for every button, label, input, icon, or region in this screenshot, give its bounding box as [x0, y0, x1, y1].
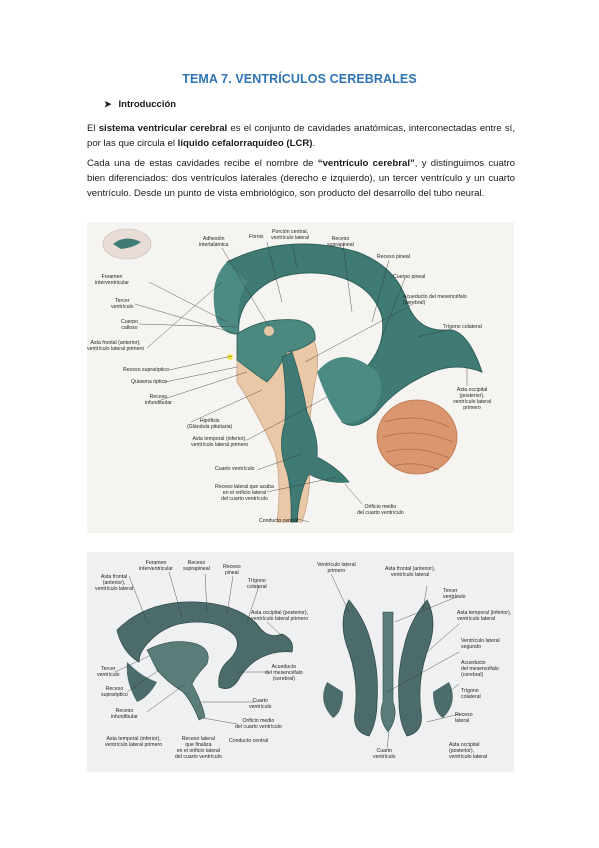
ventricles-cast-drawing	[114, 571, 460, 749]
ventricles-lateral-illustration: Fórnix Adhesión intertalámica Porción ce…	[87, 222, 514, 533]
label2-r-fourth-ventricle: Cuarto ventrículo	[373, 748, 396, 760]
label-central-canal: Conducto central	[259, 518, 299, 524]
ventricles-cast-illustration: Foramen interventricular Receso suprapin…	[87, 552, 514, 772]
arrow-bullet-icon: ➤	[104, 99, 112, 109]
label2-occipital-horn: Asta occipital (posterior), ventrículo l…	[251, 610, 309, 622]
p2-text-2: , y distinguimos cuatro bien diferenciad…	[87, 158, 515, 199]
label-supraoptic: Receso supraóptico	[123, 367, 169, 373]
label-infundibular: Receso infundibular	[145, 394, 172, 406]
label-adhesion: Adhesión intertalámica	[199, 236, 229, 248]
label2-third-ventricle: Tercer ventrículo	[97, 666, 120, 678]
label2-infundibular: Receso infundibular	[111, 708, 138, 720]
label2-central-canal: Conducto central	[229, 738, 269, 744]
label2-supraoptic: Receso supraóptico	[101, 686, 128, 698]
p1-bold-1: sistema ventricular cerebral	[98, 123, 228, 134]
p1-text-3: .	[312, 138, 316, 149]
label2-medial-orifice: Orificio medio del cuarto ventrículo	[235, 718, 282, 730]
label-central-portion: Porción central, ventrículo lateral	[271, 229, 310, 241]
label-temporal-horn: Asta temporal (inferior), ventrículo lat…	[191, 436, 249, 448]
label-foramen: Foramen interventricular	[95, 274, 130, 286]
label2-r-trigone: Trígono colateral	[461, 688, 481, 700]
paragraph-1: El sistema ventricular cerebral es el co…	[87, 121, 515, 151]
label2-foramen: Foramen interventricular	[139, 560, 174, 572]
p1-text-2: es el conjunto de cavidades anatómicas, …	[87, 123, 515, 149]
label2-r-frontal-horn: Asta frontal (anterior), ventrículo late…	[385, 566, 436, 578]
label-occipital-horn: Asta occipital (posterior), ventrículo l…	[453, 387, 492, 411]
label2-r-lateral-first: Ventrículo lateral primero	[317, 562, 356, 574]
label-pineal-body: Cuerpo pineal	[393, 274, 426, 280]
label2-suprapineal: Receso suprapineal	[183, 560, 210, 572]
label-aqueduct: Acueducto del mesencéfalo (cerebral)	[403, 294, 467, 306]
label-callosum: Cuerpo calloso	[121, 319, 139, 331]
label2-r-aqueduct: Acueducto del mesencéfalo (cerebral)	[461, 660, 499, 678]
label-hypophysis: Hipófisis (Glándula pituitaria)	[187, 418, 233, 430]
page-title: TEMA 7. VENTRÍCULOS CEREBRALES	[182, 72, 417, 86]
label-optic-chiasm: Quiasma óptico	[131, 379, 168, 385]
label2-frontal-horn: Asta frontal (anterior), ventrículo late…	[95, 574, 134, 592]
label-medial-orifice: Orificio medio del cuarto ventrículo	[357, 504, 404, 516]
label-fourth-ventricle: Cuarto ventrículo	[215, 466, 255, 472]
label-suprapineal: Receso suprapineal	[327, 236, 354, 248]
label2-r-occipital-horn: Asta occipital (posterior), ventrículo l…	[449, 742, 488, 760]
label2-temporal-horn: Asta temporal (inferior), ventrículo lat…	[105, 736, 163, 748]
label2-pineal: Receso pineal	[223, 564, 241, 576]
label2-r-temporal-horn: Asta temporal (inferior), ventrículo lat…	[457, 610, 512, 622]
section-heading-text: Introducción	[118, 99, 177, 110]
label-pineal-recess: Receso pineal	[377, 254, 410, 260]
p1-text-1: El	[87, 123, 99, 134]
label-fornix: Fórnix	[249, 234, 264, 240]
label-lateral-recess: Receso lateral que acaba en el orificio …	[215, 484, 274, 502]
label-trigone: Trígono colateral	[443, 324, 482, 330]
label-third-ventricle: Tercer ventrículo	[111, 298, 134, 310]
label2-aqueduct: Acueducto del mesencéfalo (cerebral)	[265, 664, 303, 682]
p2-bold-1: “ventrículo cerebral”	[317, 158, 415, 169]
label2-r-third-ventricle: Tercer ventrículo	[443, 588, 466, 600]
label-frontal-horn: Asta frontal (anterior), ventrículo late…	[87, 340, 145, 352]
label2-fourth-ventricle: Cuarto ventrículo	[249, 698, 272, 710]
ventricles-lateral-drawing	[102, 228, 483, 523]
label2-r-lateral-second: Ventrículo lateral segundo	[461, 638, 500, 650]
p1-bold-2: líquido cefalorraquídeo (LCR)	[177, 138, 313, 149]
label2-trigone: Trígono colateral	[247, 578, 267, 590]
paragraph-2: Cada una de estas cavidades recibe el no…	[87, 156, 515, 201]
label2-r-lateral-recess: Receso lateral	[455, 712, 473, 724]
p2-text-1: Cada una de estas cavidades recibe el no…	[87, 158, 318, 169]
label2-lateral-recess: Receso lateral que finaliza en el orific…	[175, 736, 222, 760]
section-heading: ➤ Introducción	[104, 99, 176, 110]
